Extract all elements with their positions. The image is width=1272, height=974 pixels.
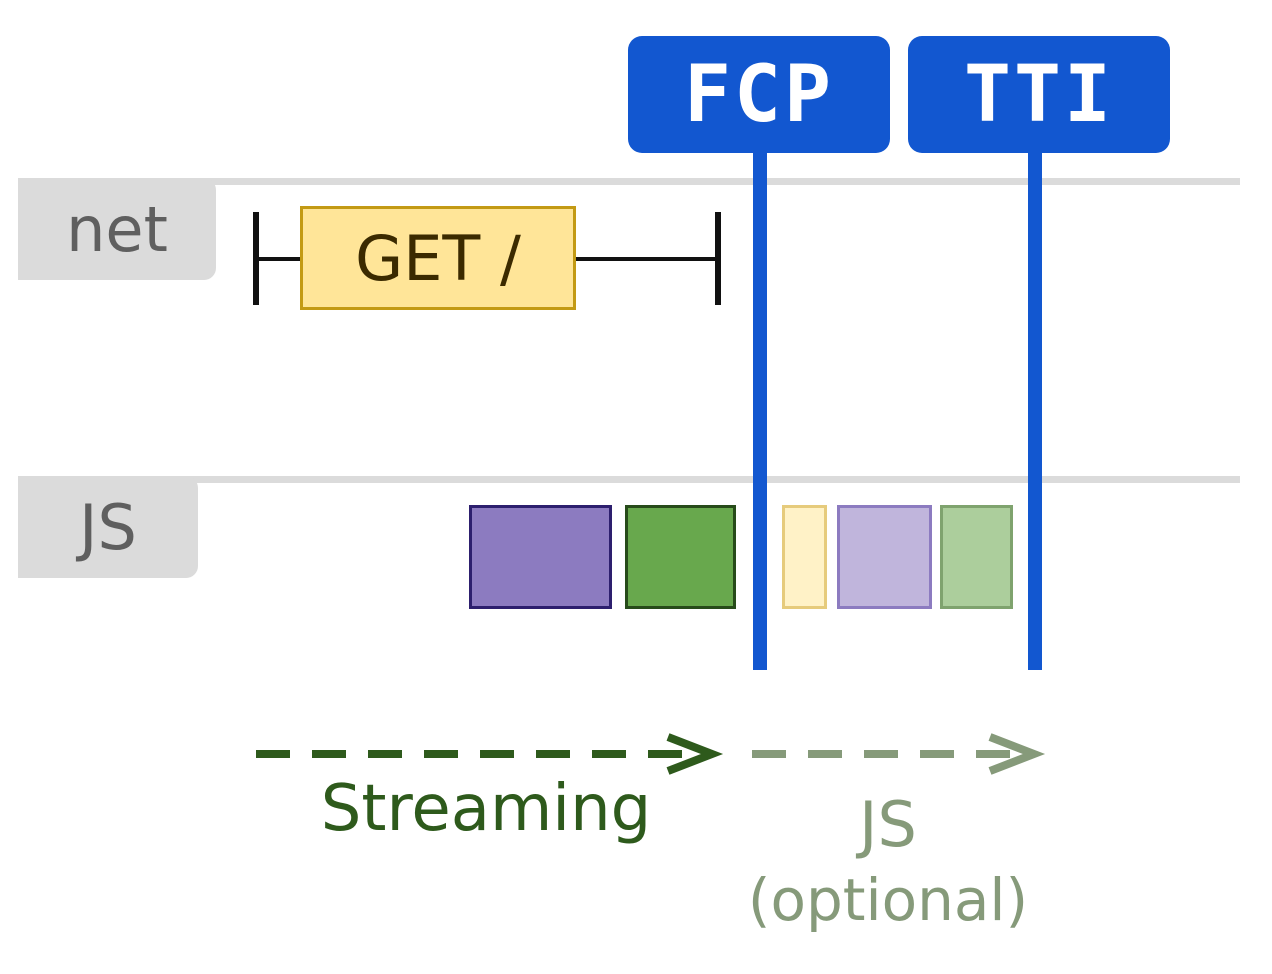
streaming-arrow bbox=[256, 733, 724, 775]
js-phase-caption: JS bbox=[859, 788, 917, 861]
fcp-marker-line bbox=[753, 150, 767, 670]
js-block-faded-green bbox=[940, 505, 1013, 609]
js-lane-line bbox=[18, 476, 1240, 483]
js-optional-arrow bbox=[752, 733, 1046, 775]
request-span-line-right bbox=[576, 257, 718, 261]
tti-marker-line bbox=[1028, 150, 1042, 670]
fcp-marker-label: FCP bbox=[628, 36, 890, 153]
request-end-tick bbox=[715, 212, 721, 305]
js-optional-note: (optional) bbox=[747, 866, 1029, 934]
js-block-purple bbox=[469, 505, 612, 609]
get-request-box: GET / bbox=[300, 206, 576, 310]
request-span-line-left bbox=[256, 257, 302, 261]
js-block-green bbox=[625, 505, 736, 609]
js-block-faded-purple bbox=[837, 505, 932, 609]
net-lane-label: net bbox=[18, 178, 216, 280]
streaming-caption: Streaming bbox=[320, 772, 652, 846]
js-block-faded-yellow bbox=[782, 505, 827, 609]
js-lane-label: JS bbox=[18, 476, 198, 578]
tti-marker-label: TTI bbox=[908, 36, 1170, 153]
net-lane-line bbox=[18, 178, 1240, 185]
